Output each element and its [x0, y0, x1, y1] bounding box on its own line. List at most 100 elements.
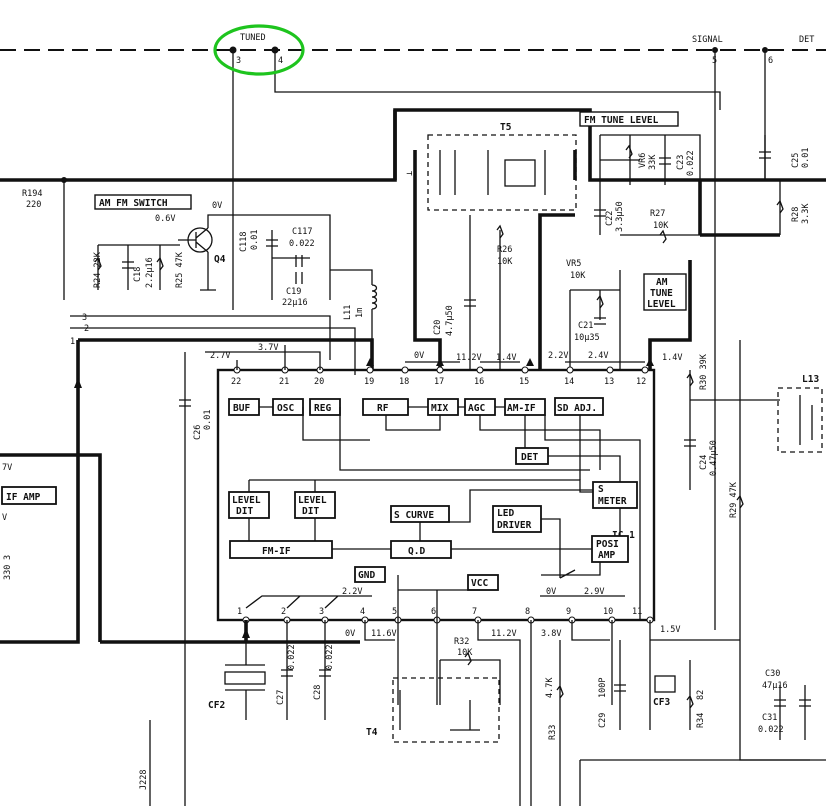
label-c20: C20 — [433, 320, 443, 335]
label-vcc: VCC — [471, 578, 488, 589]
label-r33: R33 — [548, 725, 558, 740]
wire-conn-3-2 — [70, 315, 356, 375]
t5-windings — [439, 150, 546, 195]
label-led-driver-1: LED — [497, 508, 514, 519]
wire-internal-mid — [248, 479, 601, 579]
label-c24: C24 — [699, 455, 709, 470]
label-det-block: DET — [521, 452, 538, 463]
label-c19: C19 — [286, 287, 301, 297]
node-3 — [229, 46, 237, 54]
pin-21: 21 — [279, 377, 289, 387]
label-level-det-2a: LEVEL — [298, 495, 327, 506]
label-s-curve: S CURVE — [394, 510, 434, 521]
label-c31-val: 0.022 — [758, 725, 784, 735]
label-c28: C28 — [313, 685, 323, 700]
c118-capacitor — [266, 239, 278, 247]
label-c20-val: 4.7μ50 — [445, 305, 455, 336]
label-posi-amp-2: AMP — [598, 550, 615, 561]
label-330: 330 — [3, 565, 13, 580]
label-agc: AGC — [468, 403, 485, 414]
label-if-amp: IF AMP — [6, 492, 41, 503]
wire-r30 — [689, 340, 780, 640]
label-posi-amp-1: POSI — [596, 539, 619, 550]
wire-c20-r26 — [469, 215, 501, 370]
pin-13: 13 — [604, 377, 614, 387]
label-c27-val: 0.022 — [287, 644, 297, 670]
v-18: 0V — [414, 351, 424, 361]
cf2-filter — [225, 664, 265, 691]
label-am-fm-switch: AM FM SWITCH — [99, 198, 168, 209]
cf2-body — [224, 671, 266, 685]
am-tune-level-box — [643, 273, 687, 311]
label-l11-val: 1m — [355, 308, 365, 318]
t4-windings — [399, 690, 480, 731]
label-c117-val: 0.022 — [289, 239, 315, 249]
q4-wires — [200, 214, 230, 291]
label-reg: REG — [314, 403, 331, 414]
label-c118-val: 0.01 — [250, 230, 260, 250]
label-c25-val: 0.01 — [801, 148, 811, 168]
label-r26-val: 10K — [497, 257, 513, 267]
label-tuned: TUNED — [240, 33, 266, 43]
label-q4-base: 0.6V — [155, 214, 175, 224]
wire-am-tune — [648, 233, 780, 370]
label-c18-val: 2.2μ16 — [145, 257, 155, 288]
wire-bottom-rail — [100, 620, 360, 644]
t4-box — [392, 677, 500, 743]
v-11: 1.5V — [660, 625, 680, 635]
label-t5: T5 — [500, 122, 512, 133]
highlight-circle — [213, 24, 305, 76]
wire-top-voltages — [205, 345, 645, 370]
wire-r24-group — [97, 244, 180, 290]
label-c18: C18 — [133, 267, 143, 282]
label-s-meter-2: METER — [598, 496, 627, 507]
label-osc: OSC — [277, 403, 294, 414]
label-c28-val: 0.022 — [325, 644, 335, 670]
wire-c117-group — [230, 214, 331, 300]
label-pin3: 3 — [236, 56, 241, 66]
v-17: 11.2V — [456, 353, 482, 363]
v-16: 1.4V — [496, 353, 516, 363]
r33-c29-group — [556, 640, 694, 806]
r32-resistor — [439, 651, 501, 705]
pin-3: 3 — [319, 607, 324, 617]
node-5 — [712, 47, 718, 53]
label-led-driver-2: DRIVER — [497, 520, 532, 531]
l13-box — [777, 387, 823, 453]
label-fm-if: FM-IF — [262, 546, 291, 557]
wire-t5-15 — [538, 150, 577, 370]
label-q4: Q4 — [214, 254, 226, 265]
if-amp-box — [1, 486, 57, 505]
pin-19: 19 — [364, 377, 374, 387]
block-sd-adj — [554, 397, 604, 416]
label-buf: BUF — [233, 403, 250, 414]
label-c29-val: 100P — [598, 678, 608, 698]
label-c21: C21 — [578, 321, 593, 331]
node-6 — [762, 47, 768, 53]
label-t5-pin: ⊥ — [405, 171, 415, 176]
label-level-det-1a: LEVEL — [232, 495, 261, 506]
label-r24: R24 22K — [93, 251, 103, 288]
label-c22: C22 — [605, 211, 615, 226]
v-10: 2.9V — [584, 587, 604, 597]
label-c26: C26 — [193, 425, 203, 440]
label-conn2: 2 — [84, 324, 89, 334]
pin-22: 22 — [231, 377, 241, 387]
label-fm-tune-level: FM TUNE LEVEL — [584, 115, 659, 126]
label-left-v: V — [2, 513, 7, 523]
label-pin6: 6 — [768, 56, 773, 66]
label-c24-val: 0.47μ50 — [709, 440, 719, 476]
label-level-det-2b: DIT — [302, 506, 319, 517]
label-c19-val: 22μ16 — [282, 298, 308, 308]
label-vr6-val: 33K — [648, 154, 658, 170]
v-4: 0V — [345, 629, 355, 639]
label-c21-val: 10μ35 — [574, 333, 600, 343]
v-3: 2.2V — [342, 587, 362, 597]
wire-tuned-4 — [274, 50, 721, 110]
r25-resistor — [156, 256, 164, 271]
label-s-meter-1: S — [598, 484, 604, 495]
ic-pins-top: 22 21 20 19 18 17 16 15 14 13 12 — [231, 366, 649, 387]
label-r28-val: 3.3K — [801, 203, 811, 224]
v-22: 2.7V — [210, 351, 230, 361]
l13-coil — [799, 395, 813, 445]
